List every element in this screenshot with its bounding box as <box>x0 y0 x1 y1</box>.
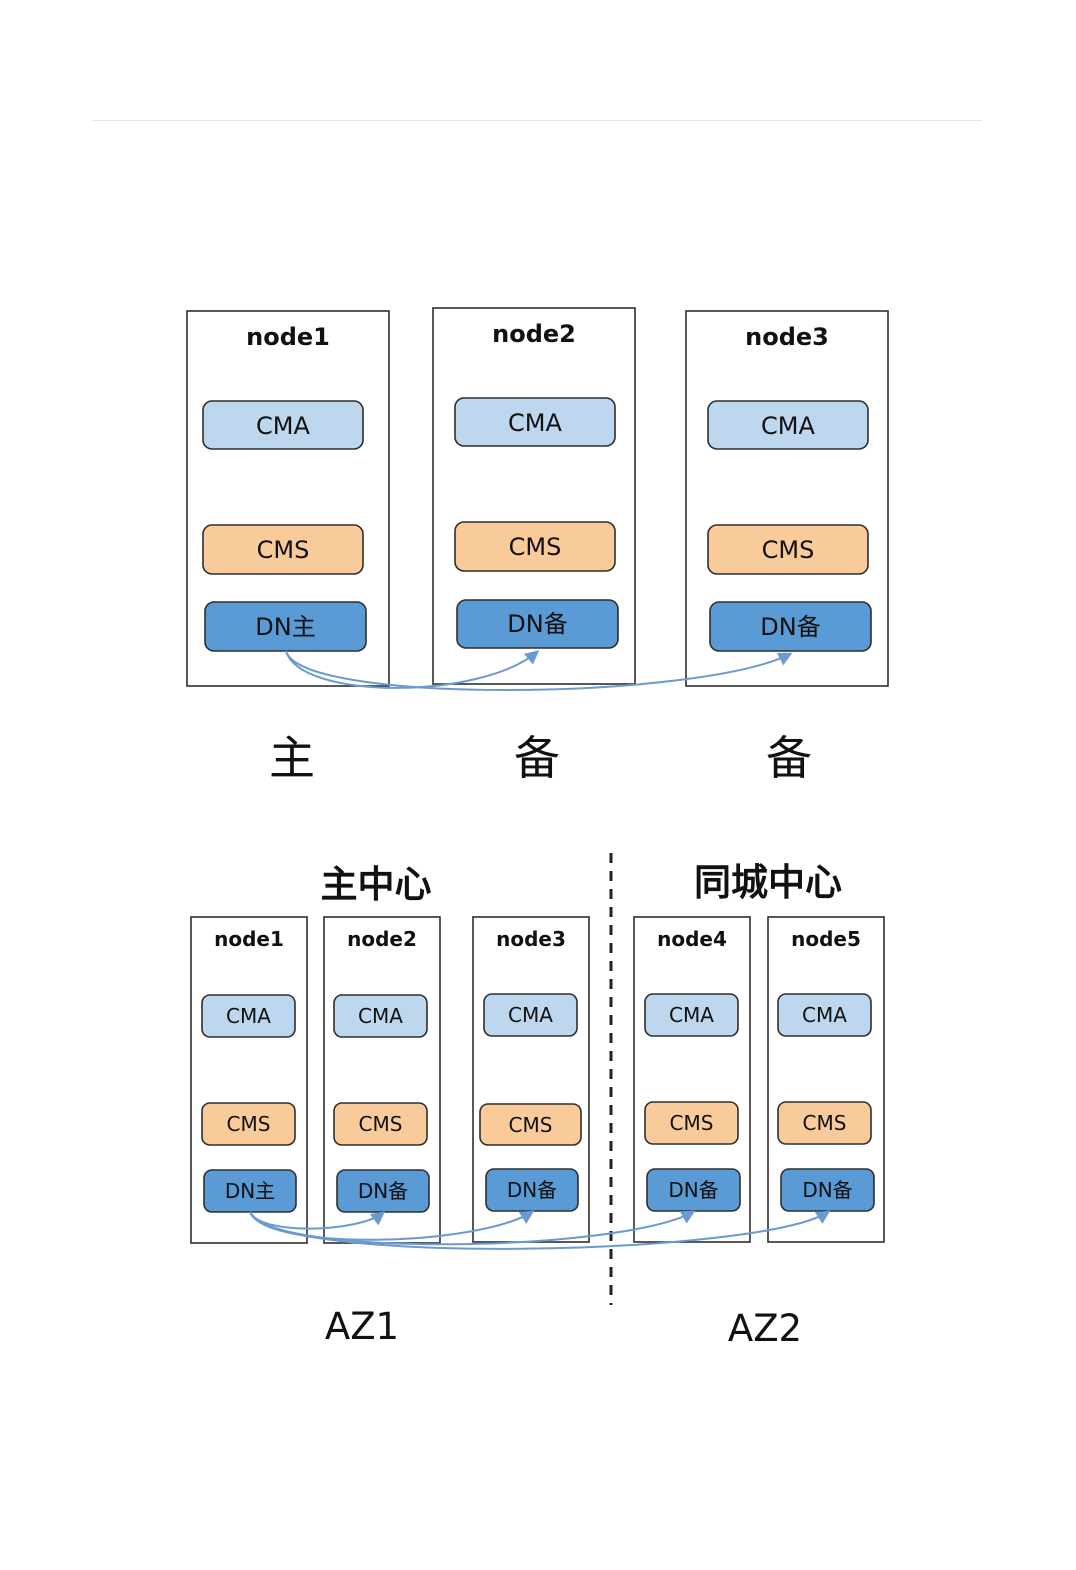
role-label-standby: 备 <box>514 731 560 785</box>
node-title: node2 <box>492 320 576 348</box>
cma-label: CMA <box>761 412 815 440</box>
cms-label: CMS <box>670 1111 714 1135</box>
dn-label: DN主 <box>255 613 315 641</box>
bottom-node-2: node2 CMA CMS DN备 <box>324 917 440 1243</box>
cms-label: CMS <box>762 536 815 564</box>
dn-label: DN备 <box>358 1179 408 1203</box>
az-label-az2: AZ2 <box>728 1307 802 1350</box>
cma-label: CMA <box>358 1004 403 1028</box>
cms-label: CMS <box>257 536 310 564</box>
top-node-2: node2 CMA CMS DN备 <box>433 308 635 684</box>
node-title: node4 <box>657 927 727 951</box>
top-node-3: node3 CMA CMS DN备 <box>686 311 888 686</box>
bottom-node-1: node1 CMA CMS DN主 <box>191 917 307 1243</box>
group-title-main-center: 主中心 <box>321 863 432 906</box>
bottom-diagram: 主中心 同城中心 node1 CMA CMS DN主 node2 CMA CMS… <box>191 853 884 1350</box>
dn-label: DN主 <box>225 1179 275 1203</box>
cms-label: CMS <box>803 1111 847 1135</box>
dn-label: DN备 <box>668 1178 718 1202</box>
cma-label: CMA <box>508 1003 553 1027</box>
bottom-node-4: node4 CMA CMS DN备 <box>634 917 750 1242</box>
cma-label: CMA <box>508 409 562 437</box>
node-title: node1 <box>246 323 330 351</box>
node-title: node1 <box>214 927 284 951</box>
top-diagram: node1 CMA CMS DN主 node2 CMA CMS DN备 node… <box>187 308 888 785</box>
bottom-node-5: node5 CMA CMS DN备 <box>768 917 884 1242</box>
node-title: node3 <box>496 927 566 951</box>
cms-label: CMS <box>227 1112 271 1136</box>
dn-label: DN备 <box>507 1178 557 1202</box>
role-label-standby: 备 <box>766 731 812 785</box>
dn-label: DN备 <box>507 610 567 638</box>
cma-label: CMA <box>802 1003 847 1027</box>
cms-label: CMS <box>359 1112 403 1136</box>
cma-label: CMA <box>669 1003 714 1027</box>
dn-label: DN备 <box>760 613 820 641</box>
top-node-1: node1 CMA CMS DN主 <box>187 311 389 686</box>
node-title: node2 <box>347 927 417 951</box>
cma-label: CMA <box>226 1004 271 1028</box>
node-title: node3 <box>745 323 829 351</box>
bottom-node-3: node3 CMA CMS DN备 <box>473 917 589 1242</box>
cms-label: CMS <box>509 1113 553 1137</box>
node-title: node5 <box>791 927 861 951</box>
group-title-same-city-center: 同城中心 <box>694 861 842 904</box>
cma-label: CMA <box>256 412 310 440</box>
az-label-az1: AZ1 <box>325 1305 399 1348</box>
role-label-primary: 主 <box>269 731 315 785</box>
dn-label: DN备 <box>802 1178 852 1202</box>
cms-label: CMS <box>509 533 562 561</box>
